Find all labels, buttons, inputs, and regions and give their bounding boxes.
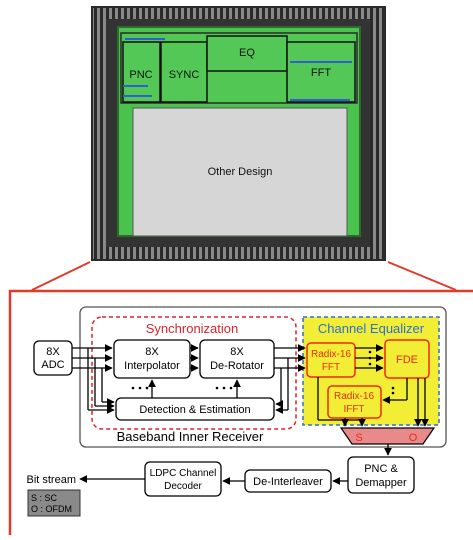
radix16-ifft-line1: Radix-16 — [334, 391, 374, 402]
pnc-demapper-line2: Demapper — [355, 477, 407, 489]
synchronization-title: Synchronization — [146, 321, 239, 336]
die-label-other: Other Design — [208, 166, 273, 178]
radix16-ifft-line2: IFFT — [343, 404, 364, 415]
mux-s-label: S — [355, 432, 362, 444]
zoom-line-left — [32, 262, 90, 290]
zoom-line-right — [388, 262, 456, 290]
legend-ofdm: O : OFDM — [31, 504, 72, 514]
die-label-sync: SYNC — [169, 69, 200, 81]
bit-stream-label: Bit stream — [26, 474, 76, 486]
detection-label: Detection & Estimation — [139, 404, 250, 416]
legend-sc: S : SC — [31, 493, 58, 503]
interpolator-label-line2: Interpolator — [124, 360, 180, 372]
adc-label-line2: ADC — [41, 359, 64, 371]
pnc-demapper-line1: PNC & — [364, 463, 398, 475]
radix16-fft-line1: Radix-16 — [311, 349, 351, 360]
die-label-eq: EQ — [239, 47, 255, 59]
die-label-pnc: PNC — [129, 69, 152, 81]
legend: S : SC O : OFDM — [28, 490, 80, 516]
radix16-fft-line2: FFT — [322, 362, 340, 373]
mux-o-label: O — [409, 432, 418, 444]
derotator-label-line1: 8X — [230, 346, 244, 358]
die-photo: PNC SYNC EQ FFT Other Design — [91, 6, 386, 261]
channel-equalizer-title: Channel Equalizer — [318, 321, 425, 336]
ldpc-label-line1: LDPC Channel — [150, 468, 217, 479]
adc-label-line1: 8X — [46, 346, 60, 358]
interpolator-label-line1: 8X — [145, 346, 159, 358]
deinterleaver-label: De-Interleaver — [253, 476, 323, 488]
fde-label: FDE — [396, 354, 418, 366]
derotator-label-line2: De-Rotator — [210, 360, 264, 372]
die-label-fft: FFT — [311, 67, 331, 79]
ldpc-label-line2: Decoder — [164, 481, 202, 492]
baseband-label: Baseband Inner Receiver — [117, 429, 264, 444]
